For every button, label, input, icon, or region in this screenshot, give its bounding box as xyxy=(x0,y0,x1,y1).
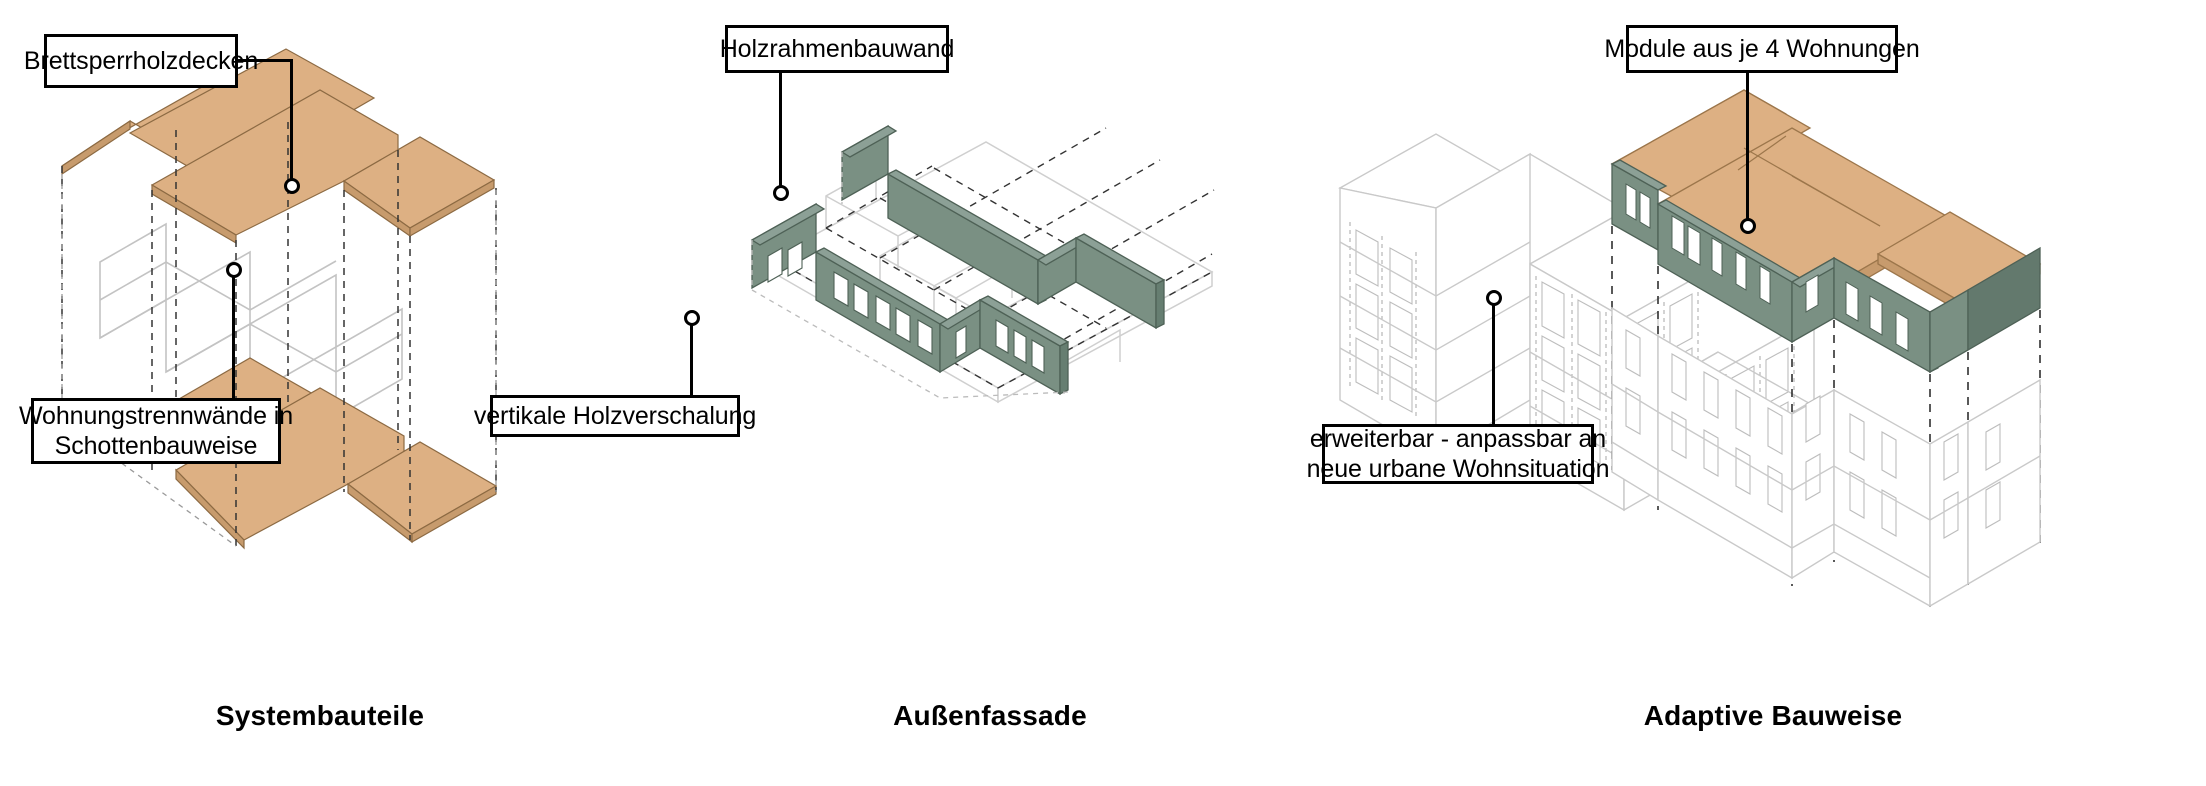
leader-module-4-wohnungen-vertical xyxy=(1746,73,1749,225)
lower-extension-ghost xyxy=(1611,306,2041,608)
callout-erweiterbar-line2: neue urbane Wohnsituation xyxy=(1306,455,1610,483)
leader-vertikale-holzverschalung-vertical xyxy=(690,322,693,395)
leader-dot-brettsperrholzdecken xyxy=(284,178,300,194)
panel-systembauteile: .clt { fill:#DDB083; stroke:#8C6A43; str… xyxy=(0,0,640,786)
leader-dot-erweiterbar xyxy=(1486,290,1502,306)
upper-clt-slabs xyxy=(61,48,496,245)
callout-erweiterbar[interactable]: erweiterbar - anpassbar an neue urbane W… xyxy=(1307,424,1610,484)
systembauteile-isometric-artwork: .clt { fill:#DDB083; stroke:#8C6A43; str… xyxy=(61,48,498,550)
leader-erweiterbar-vertical xyxy=(1492,302,1495,424)
holzrahmenbau-wall xyxy=(840,124,1166,330)
callout-holzrahmenbauwand[interactable]: Holzrahmenbauwand xyxy=(720,25,954,73)
new-module-highlighted xyxy=(1610,89,2042,374)
leader-dot-wohnungstrennwaende xyxy=(226,262,242,278)
back-volume-ghost xyxy=(751,152,1069,399)
leader-brettsperrholzdecken-horizontal xyxy=(238,59,292,62)
adaptive-bauweise-isometric-artwork: .gf { fill:#FFFFFF; stroke:#C9C9C9; stro… xyxy=(1338,89,2042,614)
aussenfassade-isometric-artwork: .grn { fill:#7A9083; stroke:#4E6156; str… xyxy=(750,124,1215,404)
leader-holzrahmenbauwand-vertical xyxy=(779,73,782,188)
leader-wohnungstrennwaende-vertical xyxy=(232,272,235,398)
caption-adaptive-bauweise: Adaptive Bauweise xyxy=(1643,700,1903,731)
panel-aussenfassade: .grn { fill:#7A9083; stroke:#4E6156; str… xyxy=(474,0,1340,786)
callout-brettsperrholzdecken[interactable]: Brettsperrholzdecken xyxy=(24,34,258,88)
module-windows xyxy=(1625,183,1909,352)
extension-windows xyxy=(1625,329,2001,539)
caption-systembauteile: Systembauteile xyxy=(215,700,425,731)
callout-wohnungstrennwaende-line1: Wohnungstrennwände in xyxy=(18,401,294,430)
facade-windows xyxy=(767,241,1045,374)
leader-dot-module-4-wohnungen xyxy=(1740,218,1756,234)
extension-storey-lines xyxy=(1611,383,2041,579)
leader-brettsperrholzdecken-vertical xyxy=(290,59,293,182)
interior-ghost-division-lines xyxy=(99,260,403,373)
volume-ghost-outline xyxy=(61,174,497,547)
vertikale-holzverschalung-wall xyxy=(750,202,1070,396)
callout-wohnungstrennwaende-line2: Schottenbauweise xyxy=(54,432,258,460)
caption-aussenfassade: Außenfassade xyxy=(893,700,1087,731)
leader-dot-vertikale-holzverschalung xyxy=(684,310,700,326)
callout-vertikale-holzverschalung-text: vertikale Holzverschalung xyxy=(473,401,757,430)
callout-erweiterbar-line1: erweiterbar - anpassbar an xyxy=(1309,424,1607,453)
callout-module-4-wohnungen-text: Module aus je 4 Wohnungen xyxy=(1604,34,1920,63)
callout-module-4-wohnungen[interactable]: Module aus je 4 Wohnungen xyxy=(1604,25,1920,73)
panel-adaptive-bauweise: .gf { fill:#FFFFFF; stroke:#C9C9C9; stro… xyxy=(1307,0,2206,786)
leader-dot-holzrahmenbauwand xyxy=(773,185,789,201)
callout-brettsperrholzdecken-text: Brettsperrholzdecken xyxy=(23,46,259,75)
callout-wohnungstrennwaende[interactable]: Wohnungstrennwände in Schottenbauweise xyxy=(19,398,293,464)
callout-vertikale-holzverschalung[interactable]: vertikale Holzverschalung xyxy=(474,395,756,437)
callout-holzrahmenbauwand-text: Holzrahmenbauwand xyxy=(719,34,955,63)
